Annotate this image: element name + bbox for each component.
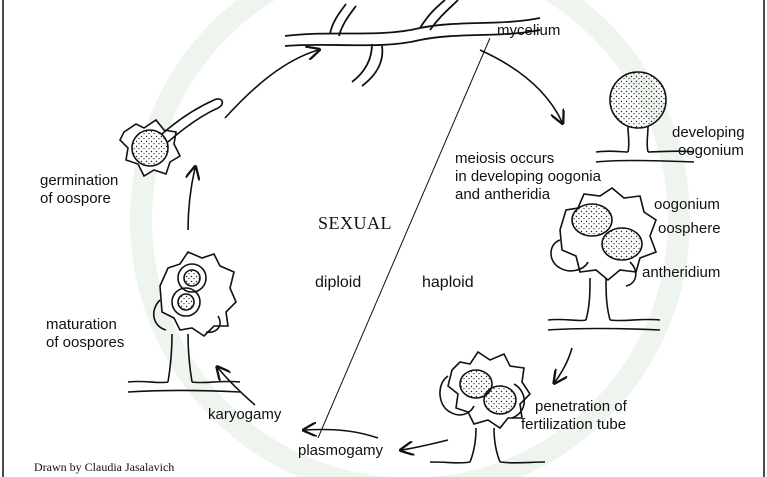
label-haploid: haploid xyxy=(422,274,474,292)
arrow-to-penetration xyxy=(555,348,572,382)
arrow-to-karyogamy xyxy=(305,429,378,438)
arrow-to-plasmogamy xyxy=(402,440,448,450)
arrow-to-developing-oogonium xyxy=(480,50,562,122)
label-oogonium-caption: oogonium xyxy=(678,142,744,160)
label-sexual: SEXUAL xyxy=(318,214,392,232)
label-plasmogamy: plasmogamy xyxy=(298,442,383,460)
label-meiosis-2: in developing oogonia xyxy=(455,168,601,186)
label-germination-1: germination xyxy=(40,172,118,190)
label-penetration-1: penetration of xyxy=(535,398,627,416)
penetration-drawing xyxy=(430,352,545,463)
mycelium-drawing xyxy=(285,0,540,86)
label-penetration-2: fertilization tube xyxy=(521,416,626,434)
label-maturation-2: of oospores xyxy=(46,334,124,352)
label-maturation-1: maturation xyxy=(46,316,117,334)
label-karyogamy: karyogamy xyxy=(208,406,281,424)
label-antheridium: antheridium xyxy=(642,264,720,282)
maturation-drawing xyxy=(128,252,240,392)
label-diploid: diploid xyxy=(315,274,361,292)
arrow-to-maturation xyxy=(218,368,255,405)
label-oogonium: oogonium xyxy=(654,196,720,214)
label-mycelium: mycelium xyxy=(497,22,560,40)
label-developing: developing xyxy=(672,124,745,142)
germination-drawing xyxy=(120,99,222,176)
label-germination-2: of oospore xyxy=(40,190,111,208)
label-meiosis-1: meiosis occurs xyxy=(455,150,554,168)
credit-text: Drawn by Claudia Jasalavich xyxy=(34,458,174,476)
arrow-to-mycelium xyxy=(225,50,318,118)
label-oosphere: oosphere xyxy=(658,220,721,238)
label-meiosis-3: and antheridia xyxy=(455,186,550,204)
arrow-to-germination xyxy=(188,168,195,230)
oogonium-with-antheridium-drawing xyxy=(548,188,660,330)
